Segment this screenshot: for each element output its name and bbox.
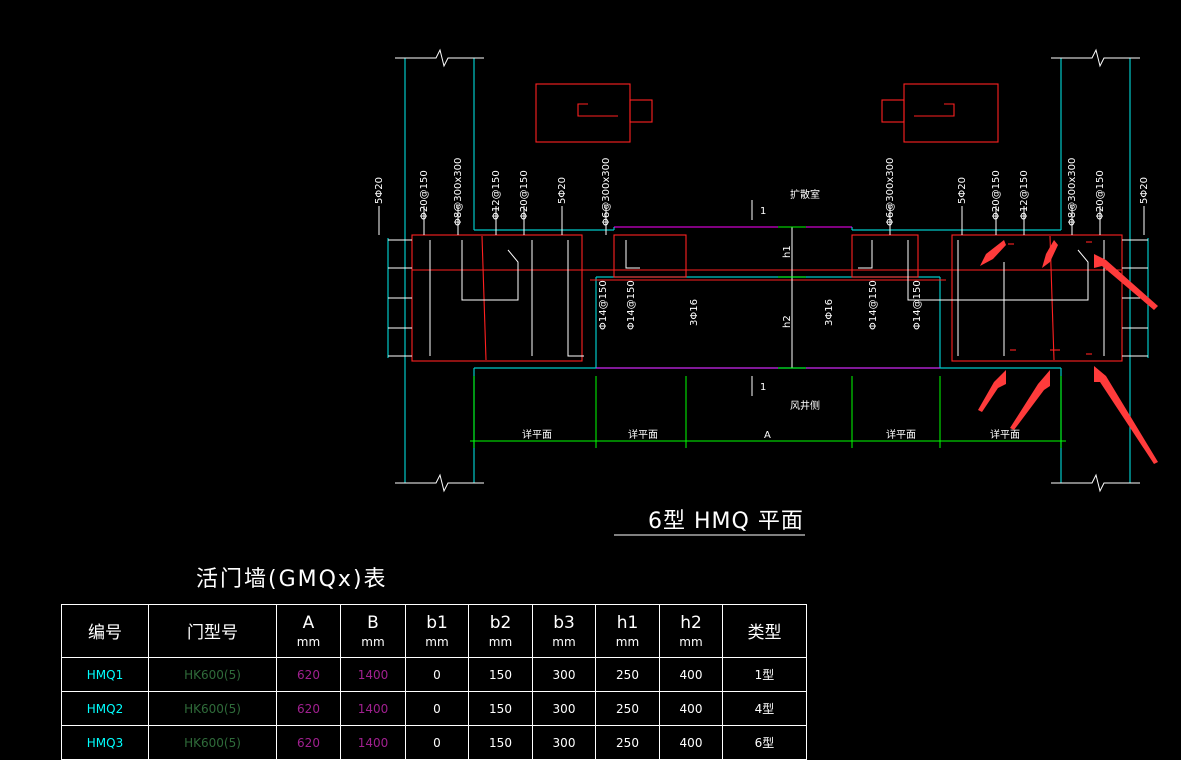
cell-B: 1400 xyxy=(340,691,406,726)
rebar-label: 5Φ20 xyxy=(957,177,968,204)
cell-b2: 150 xyxy=(468,657,533,692)
rebar-label: 5Φ20 xyxy=(557,177,568,204)
cell-B: 1400 xyxy=(340,657,406,692)
rebar-label: Φ12@150 xyxy=(1019,170,1030,220)
cell-h1: 250 xyxy=(595,657,660,692)
cell-h2: 400 xyxy=(659,691,723,726)
cell-A: 620 xyxy=(276,657,341,692)
dim-label-h2: h2 xyxy=(782,315,793,328)
cell-b1: 0 xyxy=(405,725,469,760)
rebar-label: 3Φ16 xyxy=(824,299,835,326)
room-top-label: 扩散室 xyxy=(790,188,820,201)
dim-label-h1: h1 xyxy=(782,245,793,258)
cell-b3: 300 xyxy=(532,725,596,760)
rebar-label: Φ8@300x300 xyxy=(1067,158,1078,226)
rebar-label: Φ14@150 xyxy=(626,280,637,330)
dim-label-A: A xyxy=(764,430,771,441)
rebar-label: 3Φ16 xyxy=(689,299,700,326)
rebar-label: 5Φ20 xyxy=(1139,177,1150,204)
dim-label-b-1: 详平面 xyxy=(522,428,552,441)
rebar-label: Φ6@300x300 xyxy=(885,158,896,226)
table-row: HMQ2 HK600(5) 620 1400 0 150 300 250 400… xyxy=(61,691,807,726)
cell-id: HMQ1 xyxy=(61,657,149,692)
cell-b2: 150 xyxy=(468,691,533,726)
room-bottom-label: 风井侧 xyxy=(790,399,820,412)
cell-B: 1400 xyxy=(340,725,406,760)
cell-type: 1型 xyxy=(722,657,807,692)
col-header-id: 编号 xyxy=(61,604,149,658)
cell-h2: 400 xyxy=(659,657,723,692)
cell-model: HK600(5) xyxy=(148,691,277,726)
cell-model: HK600(5) xyxy=(148,725,277,760)
cell-h1: 250 xyxy=(595,691,660,726)
col-header-type: 类型 xyxy=(722,604,807,658)
table-row: HMQ1 HK600(5) 620 1400 0 150 300 250 400… xyxy=(61,657,807,692)
table-title: 活门墙(GMQx)表 xyxy=(196,567,388,592)
cell-type: 6型 xyxy=(722,725,807,760)
rebar-label: Φ8@300x300 xyxy=(453,158,464,226)
table-row: HMQ3 HK600(5) 620 1400 0 150 300 250 400… xyxy=(61,725,807,760)
cell-model: HK600(5) xyxy=(148,657,277,692)
section-mark-bottom: 1 xyxy=(760,382,766,393)
dimension-chain xyxy=(470,226,1066,448)
cell-b2: 150 xyxy=(468,725,533,760)
dim-label-b-2: 详平面 xyxy=(628,428,658,441)
cell-h1: 250 xyxy=(595,725,660,760)
break-symbols xyxy=(395,48,1140,493)
cell-b1: 0 xyxy=(405,691,469,726)
rebar-label: 5Φ20 xyxy=(374,177,385,204)
rebar-label: Φ20@150 xyxy=(1095,170,1106,220)
stirrup-details xyxy=(378,200,1148,396)
rebar-label: Φ14@150 xyxy=(912,280,923,330)
cell-A: 620 xyxy=(276,725,341,760)
rebar-label: Φ20@150 xyxy=(991,170,1002,220)
rebar-label: Φ14@150 xyxy=(868,280,879,330)
annotation-arrows xyxy=(978,240,1158,464)
rebar-label: Φ20@150 xyxy=(419,170,430,220)
rebar-details xyxy=(411,83,1123,362)
cell-h2: 400 xyxy=(659,725,723,760)
col-header-model: 门型号 xyxy=(148,604,277,658)
section-mark-top: 1 xyxy=(760,206,766,217)
cell-b3: 300 xyxy=(532,657,596,692)
cell-type: 4型 xyxy=(722,691,807,726)
dim-label-b-3: 详平面 xyxy=(886,428,916,441)
rebar-label: Φ20@150 xyxy=(519,170,530,220)
rebar-label: Φ12@150 xyxy=(491,170,502,220)
cell-b3: 300 xyxy=(532,691,596,726)
rebar-label: Φ6@300x300 xyxy=(601,158,612,226)
plan-title: 6型 HMQ 平面 xyxy=(648,509,804,534)
cell-id: HMQ3 xyxy=(61,725,149,760)
rebar-label: Φ14@150 xyxy=(598,280,609,330)
cell-id: HMQ2 xyxy=(61,691,149,726)
dim-label-b-4: 详平面 xyxy=(990,428,1020,441)
cell-b1: 0 xyxy=(405,657,469,692)
cell-A: 620 xyxy=(276,691,341,726)
center-lines xyxy=(596,226,940,369)
